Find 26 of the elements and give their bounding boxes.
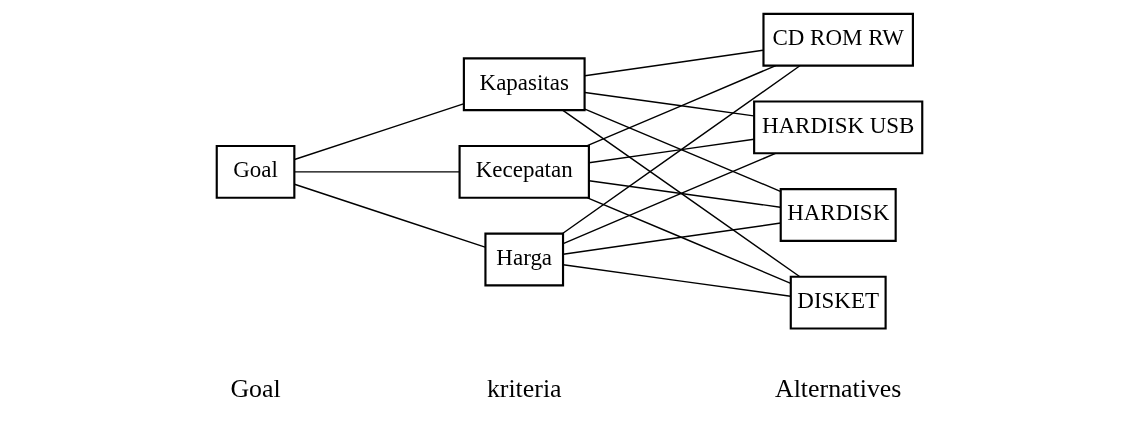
connector [584, 91, 755, 117]
label: Goal [230, 373, 281, 403]
node-box: Goal [215, 144, 296, 199]
node-box: Harga [484, 232, 565, 287]
label: kriteria [486, 373, 562, 403]
node-box: HARDISK [779, 188, 897, 242]
connector [586, 64, 777, 147]
connector [561, 65, 801, 235]
connector [293, 103, 465, 161]
connector [586, 197, 792, 284]
node-box: Kapasitas [462, 57, 586, 112]
node-box: DISKET [789, 275, 887, 330]
node-box: Kecepatan [458, 144, 590, 199]
label: Alternatives [775, 373, 902, 403]
connector [293, 171, 461, 173]
connector [562, 152, 777, 245]
node-box: CD ROM RW [762, 12, 914, 67]
connector [588, 138, 755, 164]
connector [562, 222, 782, 255]
connector [562, 264, 792, 297]
connector [293, 183, 486, 248]
connector [588, 179, 782, 208]
node-box: HARDISK USB [753, 100, 924, 155]
connector [584, 49, 764, 77]
connector [584, 108, 782, 192]
connector [561, 109, 801, 278]
